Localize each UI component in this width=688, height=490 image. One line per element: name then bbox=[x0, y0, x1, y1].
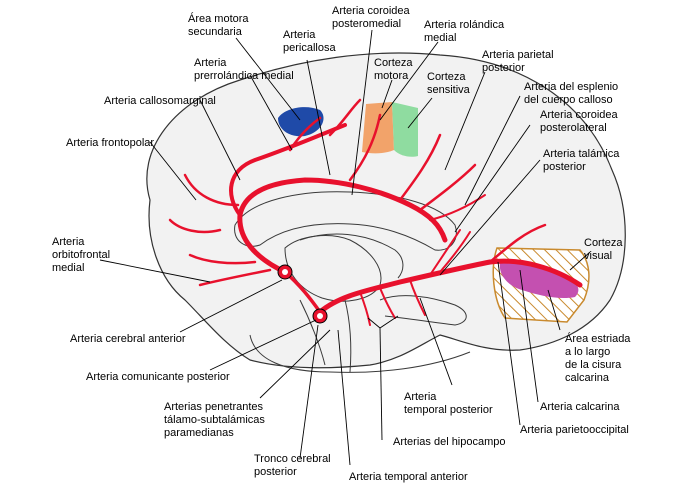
label-line: posterior bbox=[254, 466, 297, 478]
label-line: Área estriada bbox=[565, 332, 631, 345]
label-line: Arteria calcarina bbox=[540, 401, 620, 413]
label-line: motora bbox=[374, 70, 409, 82]
hippocampus-outline bbox=[379, 295, 467, 326]
posterior-cerebral-artery bbox=[317, 258, 583, 315]
label-line: temporal posterior bbox=[404, 404, 493, 416]
pericallosal-artery bbox=[237, 177, 448, 275]
label-line: Corteza bbox=[374, 57, 413, 69]
label-line: Arteria coroidea bbox=[332, 5, 411, 17]
secondary-motor-area bbox=[278, 107, 324, 137]
label-line: pericallosa bbox=[283, 42, 336, 54]
label-line: Arteria rolándica bbox=[424, 19, 505, 31]
label-line: Arteria parietal bbox=[482, 49, 554, 61]
prerolandic-artery bbox=[288, 98, 362, 152]
label-arteria-temporal-anterior: Arteria temporal anterior bbox=[349, 471, 468, 483]
orbitofrontal-artery bbox=[188, 253, 272, 287]
label-arteria-comunicante-posterior: Arteria comunicante posterior bbox=[86, 371, 230, 383]
leader-lines bbox=[99, 29, 591, 466]
label-line: medial bbox=[424, 32, 456, 44]
label-line: Arteria bbox=[52, 236, 85, 248]
parietal-artery bbox=[398, 133, 477, 212]
label-line: orbitofrontal bbox=[52, 249, 110, 261]
label-line: Arterias penetrantes bbox=[164, 401, 264, 413]
label-line: Arteria callosomarginal bbox=[104, 95, 216, 107]
label-arteria-cerebral-anterior: Arteria cerebral anterior bbox=[70, 333, 186, 345]
label-line: Arteria talámica bbox=[543, 148, 620, 160]
rolandic-artery bbox=[348, 113, 382, 182]
label-line: posterior bbox=[482, 62, 525, 74]
label-line: Arteria bbox=[283, 29, 316, 41]
artery-tree bbox=[168, 98, 583, 326]
label-arterias-hipocampo: Arterias del hipocampo bbox=[393, 436, 506, 448]
label-line: del cuerpo calloso bbox=[524, 94, 613, 106]
label-arteria-frontopolar: Arteria frontopolar bbox=[66, 137, 154, 149]
corpus-callosum-outline bbox=[234, 191, 457, 251]
brainstem-outline bbox=[299, 299, 352, 373]
label-line: Arteria parietooccipital bbox=[520, 424, 629, 436]
label-line: calcarina bbox=[565, 372, 610, 384]
label-line: Arterias del hipocampo bbox=[393, 436, 506, 448]
splenial-artery bbox=[429, 194, 486, 221]
internal-carotid-lumen bbox=[282, 269, 288, 275]
label-line: Corteza bbox=[427, 71, 466, 83]
label-line: secundaria bbox=[188, 26, 243, 38]
label-line: Área motora bbox=[188, 12, 249, 25]
temporal-artery-branches bbox=[359, 279, 426, 326]
label-line: Arteria coroidea bbox=[540, 109, 619, 121]
striate-area bbox=[499, 260, 579, 299]
frontopolar-artery bbox=[168, 173, 240, 234]
fornix-outline bbox=[299, 233, 404, 279]
label-line: Arteria cerebral anterior bbox=[70, 333, 186, 345]
label-line: posterior bbox=[543, 161, 586, 173]
label-line: de la cisura bbox=[565, 359, 622, 371]
label-line: a lo largo bbox=[565, 346, 610, 358]
label-line: posteromedial bbox=[332, 18, 401, 30]
label-arteria-parietooccipital: Arteria parietooccipital bbox=[520, 424, 629, 436]
temporal-lobe-outline bbox=[249, 334, 471, 373]
label-line: paramedianas bbox=[164, 427, 234, 439]
choroidal-artery bbox=[429, 229, 471, 276]
basilar-lumen bbox=[317, 313, 323, 319]
label-line: Tronco cerebral bbox=[254, 453, 331, 465]
label-line: tálamo-subtalámicas bbox=[164, 414, 265, 426]
calcarine-artery bbox=[488, 223, 547, 264]
label-line: Arteria bbox=[194, 57, 227, 69]
label-arteria-calcarina: Arteria calcarina bbox=[540, 401, 620, 413]
label-arteria-callosomarginal: Arteria callosomarginal bbox=[104, 95, 216, 107]
label-line: prerrolándica medial bbox=[194, 70, 294, 82]
label-line: Arteria bbox=[404, 391, 437, 403]
label-line: Arteria frontopolar bbox=[66, 137, 154, 149]
label-line: Arteria temporal anterior bbox=[349, 471, 468, 483]
label-line: sensitiva bbox=[427, 84, 471, 96]
label-line: Arteria del esplenio bbox=[524, 81, 618, 93]
label-line: medial bbox=[52, 262, 84, 274]
label-line: visual bbox=[584, 250, 612, 262]
label-line: posterolateral bbox=[540, 122, 607, 134]
label-line: Arteria comunicante posterior bbox=[86, 371, 230, 383]
callosomarginal-artery bbox=[229, 123, 347, 217]
sensory-cortex-area bbox=[392, 102, 418, 157]
label-line: Corteza bbox=[584, 237, 623, 249]
